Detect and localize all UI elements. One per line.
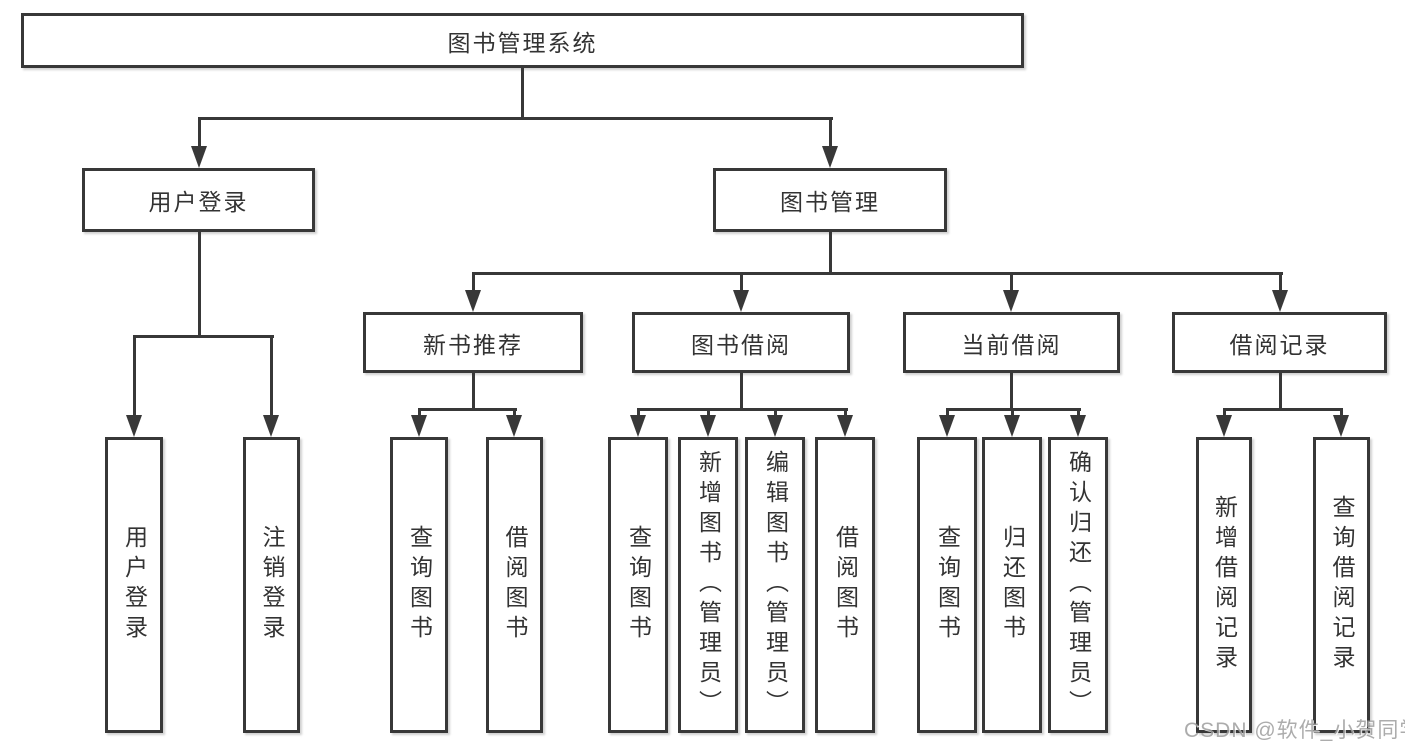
connector-to-book-borrow	[740, 272, 743, 292]
leaf-label: 新增借阅记录	[1211, 495, 1238, 675]
leaf-label: 归还图书	[999, 525, 1026, 645]
node-user-login: 用户登录	[82, 168, 315, 232]
arrowhead-user-login	[191, 146, 207, 168]
leaf-query-books-1: 查询图书	[390, 437, 448, 733]
leaf-return-book: 归还图书	[982, 437, 1042, 733]
arrowhead-book-management	[822, 146, 838, 168]
leaf-label: 查询图书	[934, 525, 961, 645]
leaf-label: 借阅图书	[832, 525, 859, 645]
connector-book-management-stem	[829, 232, 832, 274]
connector-to-leaf	[513, 408, 516, 416]
leaf-add-borrow-record: 新增借阅记录	[1196, 437, 1252, 733]
leaf-label: 用户登录	[121, 525, 148, 645]
node-label: 当前借阅	[961, 331, 1062, 358]
connector-root-stem	[521, 68, 524, 119]
leaf-label: 查询借阅记录	[1329, 495, 1355, 675]
arrowhead-current-borrow	[1003, 290, 1019, 312]
connector-user-login-stem	[198, 232, 201, 338]
connector-book-borrow-stem	[740, 373, 743, 410]
leaf-query-books-2: 查询图书	[608, 437, 668, 733]
leaf-user-login: 用户登录	[105, 437, 163, 733]
arrowhead-leaf-borrow-books-2	[837, 415, 853, 437]
node-label: 图书管理	[780, 189, 880, 215]
connector-to-leaf	[1340, 408, 1343, 416]
connector-to-leaf	[637, 408, 640, 416]
connector-records-branch	[1224, 408, 1342, 411]
arrowhead-leaf-borrow-books-1	[506, 415, 522, 437]
arrowhead-leaf-user-login	[126, 415, 142, 437]
connector-book-borrow-branch	[638, 408, 848, 411]
connector-to-borrow-records	[1279, 272, 1282, 292]
connector-records-stem	[1279, 373, 1282, 410]
connector-to-leaf-user-login	[133, 335, 136, 415]
node-label: 用户登录	[148, 189, 249, 215]
connector-to-leaf	[774, 408, 777, 416]
connector-to-user-login	[198, 117, 201, 147]
connector-to-leaf	[418, 408, 421, 416]
arrowhead-book-borrow	[733, 290, 749, 312]
leaf-label: 新增图书（管理员）	[695, 450, 722, 720]
node-label: 图书管理系统	[447, 29, 598, 56]
connector-to-new-book-recommend	[472, 272, 475, 292]
node-new-book-recommend: 新书推荐	[363, 312, 583, 373]
arrowhead-leaf-query-books-2	[630, 415, 646, 437]
node-label: 新书推荐	[423, 331, 523, 358]
arrowhead-new-book-recommend	[465, 290, 481, 312]
arrowhead-leaf-confirm-return	[1070, 415, 1086, 437]
connector-to-leaf-logout	[270, 335, 273, 415]
connector-to-leaf	[707, 408, 710, 416]
leaf-label: 查询图书	[625, 525, 652, 645]
connector-current-borrow-branch	[947, 408, 1081, 411]
arrowhead-leaf-add-book	[700, 415, 716, 437]
connector-to-leaf	[1077, 408, 1080, 416]
leaf-label: 确认归还（管理员）	[1065, 450, 1092, 720]
connector-user-login-branch	[134, 335, 274, 338]
leaf-query-borrow-record: 查询借阅记录	[1313, 437, 1370, 733]
node-book-management: 图书管理	[713, 168, 947, 232]
leaf-label: 注销登录	[259, 525, 285, 645]
arrowhead-leaf-edit-book	[767, 415, 783, 437]
leaf-borrow-books-2: 借阅图书	[815, 437, 875, 733]
connector-to-book-management	[829, 117, 832, 147]
node-current-borrow: 当前借阅	[903, 312, 1120, 373]
leaf-label: 编辑图书（管理员）	[762, 450, 789, 720]
connector-to-leaf	[946, 408, 949, 416]
connector-current-borrow-stem	[1010, 373, 1013, 410]
connector-to-leaf	[844, 408, 847, 416]
leaf-label: 借阅图书	[502, 525, 528, 645]
arrowhead-leaf-query-books-3	[939, 415, 955, 437]
leaf-confirm-return-admin: 确认归还（管理员）	[1048, 437, 1108, 733]
leaf-borrow-books-1: 借阅图书	[486, 437, 543, 733]
connector-to-leaf	[1223, 408, 1226, 416]
connector-new-book-stem	[472, 373, 475, 410]
leaf-query-books-3: 查询图书	[917, 437, 977, 733]
node-label: 借阅记录	[1229, 331, 1330, 358]
arrowhead-leaf-logout	[263, 415, 279, 437]
leaf-edit-book-admin: 编辑图书（管理员）	[745, 437, 805, 733]
node-label: 图书借阅	[691, 331, 791, 358]
arrowhead-leaf-query-books-1	[411, 415, 427, 437]
arrowhead-leaf-add-record	[1216, 415, 1232, 437]
node-borrow-records: 借阅记录	[1172, 312, 1387, 373]
connector-to-leaf	[1011, 408, 1014, 416]
arrowhead-leaf-return-book	[1004, 415, 1020, 437]
connector-to-current-borrow	[1010, 272, 1013, 292]
connector-root-branch	[199, 117, 833, 120]
connector-new-book-branch	[419, 408, 517, 411]
arrowhead-leaf-query-record	[1333, 415, 1349, 437]
arrowhead-borrow-records	[1272, 290, 1288, 312]
leaf-logout: 注销登录	[243, 437, 300, 733]
node-library-management-system: 图书管理系统	[21, 13, 1024, 68]
connector-book-management-branch	[473, 272, 1283, 275]
node-book-borrow: 图书借阅	[632, 312, 850, 373]
leaf-add-book-admin: 新增图书（管理员）	[678, 437, 738, 733]
leaf-label: 查询图书	[406, 525, 433, 645]
